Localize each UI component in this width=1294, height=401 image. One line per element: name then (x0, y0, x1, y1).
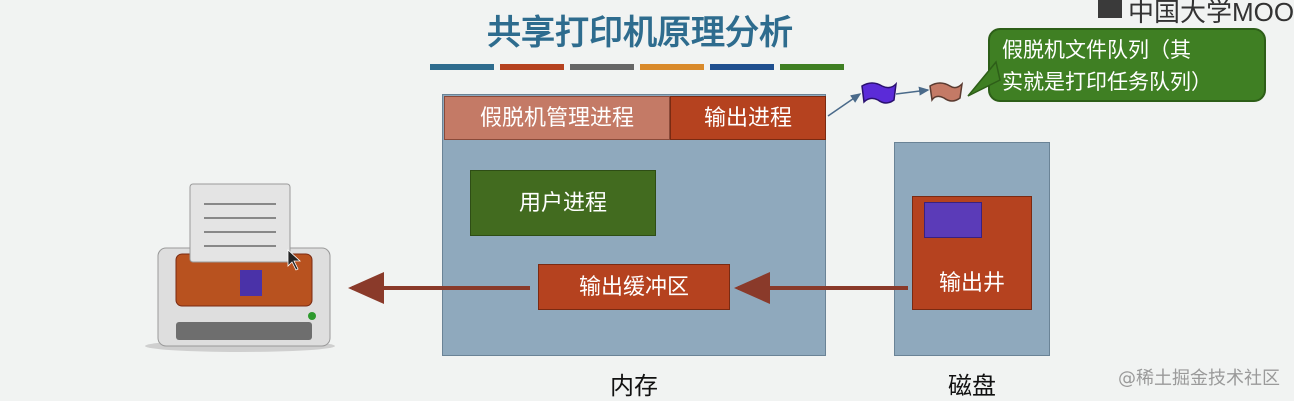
title-stripe (780, 64, 844, 70)
output-process: 输出进程 (670, 96, 826, 140)
brand-logo-icon (1098, 0, 1122, 18)
printer-icon (145, 183, 335, 352)
title-stripe (430, 64, 494, 70)
title-stripe (500, 64, 564, 70)
brand-text: 中国大学MOOC (1128, 0, 1294, 27)
title-stripe (640, 64, 704, 70)
output-buffer: 输出缓冲区 (538, 264, 730, 310)
page-title: 共享打印机原理分析 (487, 13, 793, 53)
arrow-icon (827, 93, 862, 117)
print-task-icon (924, 202, 982, 238)
watermark: @稀土掘金技术社区 (1118, 368, 1280, 389)
print-task-icon (861, 81, 898, 104)
title-stripe (710, 64, 774, 70)
callout-line-1: 假脱机文件队列（其 (1002, 38, 1191, 62)
callout-line-2: 实就是打印任务队列） (1002, 70, 1212, 94)
callout-pointer (967, 60, 1001, 97)
cursor-icon (287, 249, 302, 271)
memory-label: 内存 (610, 372, 658, 400)
user-process: 用户进程 (470, 170, 656, 236)
spool-manager-process: 假脱机管理进程 (444, 96, 670, 140)
title-stripe (570, 64, 634, 70)
spool-queue-callout: 假脱机文件队列（其 实就是打印任务队列） (988, 28, 1266, 102)
arrow-icon (895, 86, 930, 96)
disk-label: 磁盘 (948, 372, 996, 400)
output-well-label: 输出井 (938, 271, 1005, 296)
print-task-icon (929, 81, 964, 103)
